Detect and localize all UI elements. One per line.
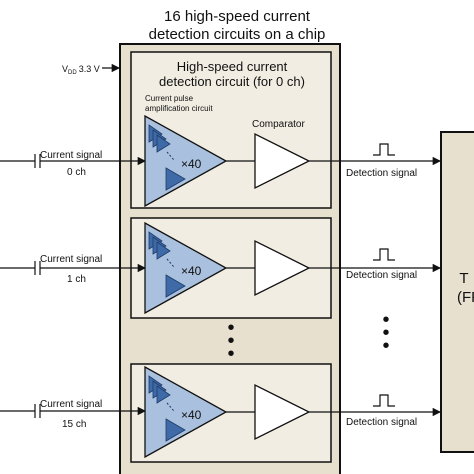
amp-stage-4-0: [165, 167, 186, 191]
channel-label-0: 0 ch: [67, 167, 86, 178]
detection-signal-label-15: Detection signal: [346, 417, 417, 428]
channel-0: High-speed current detection circuit (fo…: [0, 51, 442, 209]
pulse-icon-1: [373, 248, 395, 261]
gain-label-15: ×40: [181, 408, 202, 422]
detection-signal-label-1: Detection signal: [346, 270, 417, 281]
pulse-icon-15: [373, 394, 395, 407]
ellipsis-dot-5: •: [382, 322, 389, 344]
chip-title-line2: detection circuits on a chip: [149, 26, 326, 43]
block-header-line1: High-speed current: [177, 59, 288, 74]
amp-stage-3-15: [156, 385, 171, 404]
gain-label-0: ×40: [181, 157, 202, 171]
pulse-icon-0: [373, 143, 395, 156]
right-block-line2: (FP: [457, 289, 474, 306]
vertical-ellipsis: • • • • • •: [227, 309, 389, 365]
vdd-value: 3.3 V: [79, 64, 100, 74]
gain-label-1: ×40: [181, 264, 202, 278]
amp-dots-0: [166, 151, 175, 161]
amp-stage-3-0: [156, 134, 171, 153]
amp-label-line1: Current pulse: [145, 94, 194, 103]
amp-label-line2: amplification circuit: [145, 104, 213, 113]
chip-title-line1: 16 high-speed current: [164, 8, 311, 25]
amp-stage-3-1: [156, 241, 171, 260]
channel-1: Current signal 1 ch ×40 Detection signal: [0, 217, 442, 319]
comparator-triangle-0: [254, 132, 311, 190]
right-block: [440, 131, 474, 453]
comparator-triangle-15: [254, 383, 311, 441]
ellipsis-dot-6: •: [382, 335, 389, 357]
channel-label-1: 1 ch: [67, 274, 86, 285]
channel-label-15: 15 ch: [62, 419, 86, 430]
amp-stage-4-15: [165, 418, 186, 442]
vdd-subscript: DD: [68, 70, 77, 76]
ellipsis-dot-2: •: [227, 330, 234, 352]
detection-signal-label-0: Detection signal: [346, 168, 417, 179]
amp-stage-4-1: [165, 274, 186, 298]
ellipsis-dot-1: •: [227, 317, 234, 339]
ellipsis-dot-4: •: [382, 309, 389, 331]
channel-15: Current signal 15 ch ×40 Detection signa…: [0, 363, 442, 463]
comparator-triangle-1: [254, 239, 311, 297]
comparator-label: Comparator: [252, 119, 305, 130]
block-header-line2: detection circuit (for 0 ch): [159, 74, 305, 89]
current-signal-label-15: Current signal: [40, 399, 102, 410]
amp-dots-1: [166, 258, 175, 268]
vdd-prefix: V: [62, 64, 68, 74]
current-signal-label-1: Current signal: [40, 254, 102, 265]
right-block-line1: T: [459, 270, 468, 287]
ellipsis-dot-3: •: [227, 343, 234, 365]
amp-dots-15: [166, 402, 175, 412]
current-signal-label-0: Current signal: [40, 150, 102, 161]
